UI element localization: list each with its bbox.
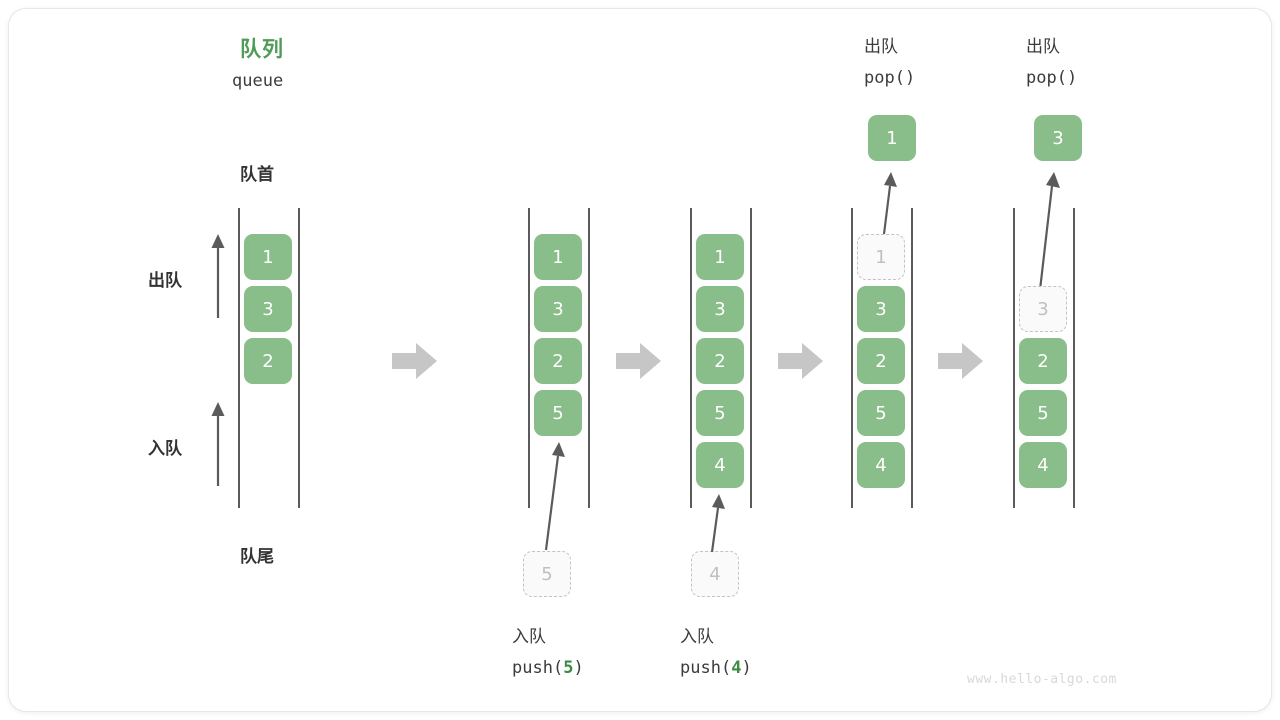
queue-item: 3 — [696, 286, 744, 332]
queue-item: 2 — [534, 338, 582, 384]
stage-caption-cn: 出队 — [864, 37, 898, 57]
code-suffix: ) — [904, 68, 916, 88]
code-suffix: ) — [1066, 68, 1078, 88]
queue-rail-left-5 — [1013, 208, 1015, 508]
queue-item: 3 — [857, 286, 905, 332]
transition-arrow-icon — [778, 342, 824, 380]
front-label: 队首 — [240, 165, 274, 185]
queue-rail-right-4 — [911, 208, 913, 508]
queue-item: 4 — [696, 442, 744, 488]
push-motion-arrow — [698, 488, 738, 554]
queue-item: 1 — [696, 234, 744, 280]
stage-caption-cn: 入队 — [512, 627, 546, 647]
queue-item: 2 — [1019, 338, 1067, 384]
queue-item: 2 — [696, 338, 744, 384]
queue-item: 5 — [534, 390, 582, 436]
code-prefix: push( — [680, 658, 732, 678]
code-prefix: pop( — [864, 68, 905, 88]
queue-item: 1 — [244, 234, 292, 280]
push-motion-arrow — [528, 434, 580, 552]
code-prefix: pop( — [1026, 68, 1067, 88]
popped-item: 1 — [868, 115, 916, 161]
incoming-ghost-item: 4 — [691, 551, 739, 597]
queue-item: 5 — [1019, 390, 1067, 436]
queue-item: 4 — [857, 442, 905, 488]
rear-label: 队尾 — [240, 547, 274, 567]
removed-ghost-item: 1 — [857, 234, 905, 280]
queue-rail-right-5 — [1073, 208, 1075, 508]
watermark: www.hello-algo.com — [967, 672, 1117, 687]
pop-motion-arrow — [1020, 164, 1074, 292]
removed-ghost-item: 3 — [1019, 286, 1067, 332]
pop-motion-arrow — [862, 164, 906, 236]
code-value: 5 — [563, 658, 574, 678]
queue-item: 4 — [1019, 442, 1067, 488]
stage-caption-cn: 入队 — [680, 627, 714, 647]
stage-caption-code: push(5) — [512, 658, 584, 678]
queue-item: 2 — [857, 338, 905, 384]
queue-item: 5 — [696, 390, 744, 436]
dequeue-direction-label: 出队 — [148, 271, 182, 291]
incoming-ghost-item: 5 — [523, 551, 571, 597]
diagram-title-cn: 队列 — [240, 37, 284, 61]
queue-item: 5 — [857, 390, 905, 436]
transition-arrow-icon — [938, 342, 984, 380]
code-prefix: push( — [512, 658, 564, 678]
popped-item: 3 — [1034, 115, 1082, 161]
code-suffix: ) — [573, 658, 584, 678]
enqueue-direction-arrow — [206, 400, 230, 486]
queue-item: 1 — [534, 234, 582, 280]
code-suffix: ) — [741, 658, 752, 678]
queue-rail-left-2 — [528, 208, 530, 508]
stage-caption-cn: 出队 — [1026, 37, 1060, 57]
queue-rail-right-1 — [298, 208, 300, 508]
queue-rail-left-1 — [238, 208, 240, 508]
queue-rail-left-4 — [851, 208, 853, 508]
queue-item: 2 — [244, 338, 292, 384]
enqueue-direction-label: 入队 — [148, 439, 182, 459]
transition-arrow-icon — [392, 342, 438, 380]
stage-caption-code: pop() — [864, 68, 915, 88]
queue-rail-left-3 — [690, 208, 692, 508]
queue-item: 3 — [244, 286, 292, 332]
stage-caption-code: push(4) — [680, 658, 752, 678]
code-value: 4 — [731, 658, 742, 678]
stage-caption-code: pop() — [1026, 68, 1077, 88]
dequeue-direction-arrow — [206, 232, 230, 318]
queue-item: 3 — [534, 286, 582, 332]
queue-rail-right-2 — [588, 208, 590, 508]
transition-arrow-icon — [616, 342, 662, 380]
queue-rail-right-3 — [750, 208, 752, 508]
diagram-title-en: queue — [232, 71, 284, 91]
